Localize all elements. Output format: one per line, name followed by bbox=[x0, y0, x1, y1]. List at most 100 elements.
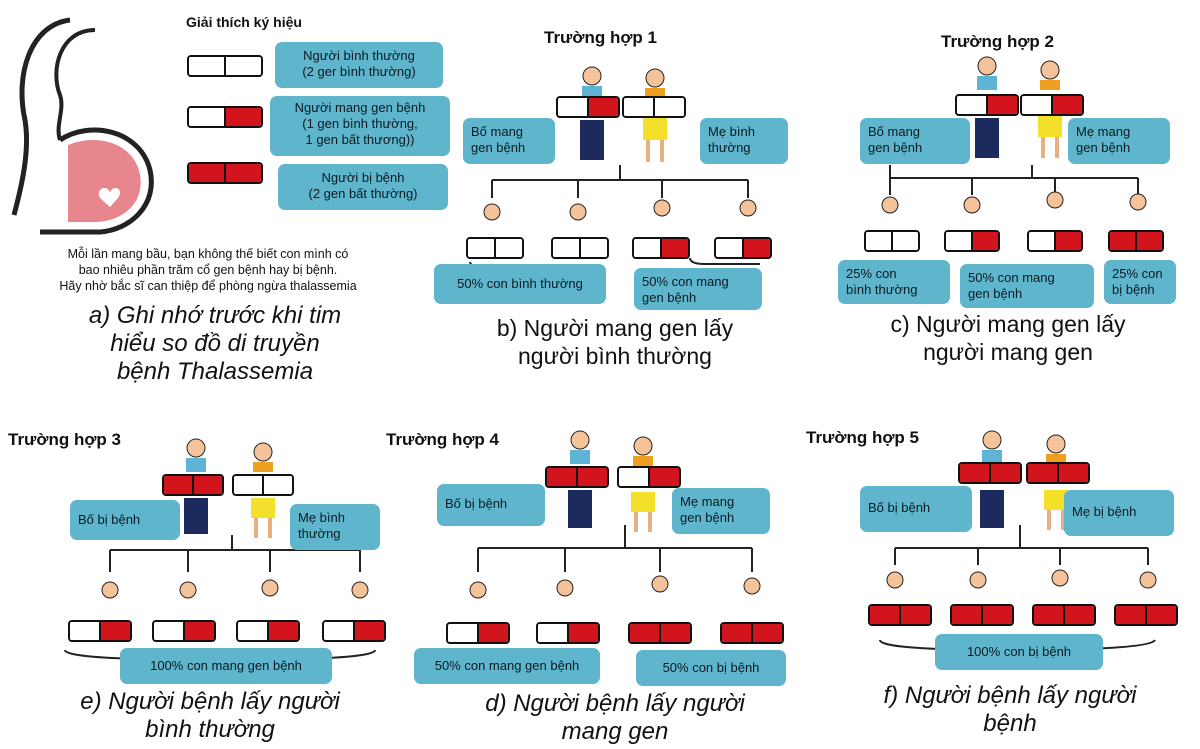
case-2-child-1-gene bbox=[864, 230, 920, 252]
case-2-mother-line-2: gen bệnh bbox=[1076, 140, 1131, 155]
caption-e-line-1: e) Người bệnh lấy người bbox=[80, 688, 340, 715]
case-2-outcome-normal-line-1: 25% con bbox=[846, 266, 897, 281]
case-1-child-2-gene bbox=[551, 237, 609, 259]
case-2-child-2-gene bbox=[944, 230, 1000, 252]
caption-b-line-2: người bình thường bbox=[518, 343, 712, 369]
note-line-3: Hãy nhờ bắc sĩ can thiệp để phòng ngừa t… bbox=[59, 279, 357, 293]
case-3-father-label: Bố bị bệnh bbox=[70, 500, 180, 540]
legend-normal-box: Người bình thường (2 ger bình thường) bbox=[275, 42, 443, 88]
case-4-child-4-gene bbox=[720, 622, 784, 644]
legend-normal-label: Người bình thường bbox=[303, 48, 415, 63]
case-1-outcome-carrier-line-2: gen bệnh bbox=[642, 290, 697, 305]
case-2-father-gene bbox=[955, 94, 1019, 116]
case-2-father-line-1: Bố mang bbox=[868, 124, 921, 139]
child-figures bbox=[101, 191, 1157, 599]
caption-e: e) Người bệnh lấy người bình thường bbox=[30, 688, 390, 744]
case-5-child-2-gene bbox=[950, 604, 1014, 626]
case-5-child-3-gene bbox=[1032, 604, 1096, 626]
legend-sick-box: Người bị bệnh (2 gen bất thường) bbox=[278, 164, 448, 210]
caption-b-line-1: b) Người mang gen lấy bbox=[496, 315, 734, 341]
caption-c-line-2: người mang gen bbox=[923, 339, 1093, 365]
case-1-outcome-carrier-line-1: 50% con mang bbox=[642, 274, 729, 289]
case-5-father-gene bbox=[958, 462, 1022, 484]
case-1-father-line-2: gen bệnh bbox=[471, 140, 526, 155]
case-4-child-2-gene bbox=[536, 622, 600, 644]
case-2-mother-gene bbox=[1020, 94, 1084, 116]
case-3-mother-line-2: thường bbox=[298, 526, 341, 541]
legend-sick-gene bbox=[187, 162, 263, 184]
case-1-title: Trường hợp 1 bbox=[544, 28, 657, 47]
case-4-outcome-carrier: 50% con mang gen bệnh bbox=[414, 648, 600, 684]
case-1-child-1-gene bbox=[466, 237, 524, 259]
caption-a-line-2: hiểu so đồ di truyền bbox=[110, 330, 320, 357]
case-2-mother-line-1: Mẹ mang bbox=[1076, 124, 1131, 139]
legend-sick-desc: (2 gen bất thường) bbox=[308, 186, 418, 201]
caption-f: f) Người bệnh lấy người bệnh bbox=[840, 682, 1180, 738]
case-2-child-3-gene bbox=[1027, 230, 1083, 252]
case-4-child-3-gene bbox=[628, 622, 692, 644]
case-4-child-1-gene bbox=[446, 622, 510, 644]
legend-normal-desc: (2 ger bình thường) bbox=[302, 64, 416, 79]
case-1-mother-line-2: thường bbox=[708, 140, 751, 155]
case-4-mother-gene bbox=[617, 466, 681, 488]
case-1-father-gene bbox=[556, 96, 620, 118]
legend-carrier-desc2: 1 gen bất thương)) bbox=[305, 132, 415, 147]
case-4-outcome-sick: 50% con bị bệnh bbox=[636, 650, 786, 686]
case-5-mother-gene bbox=[1026, 462, 1090, 484]
case-2-father-line-2: gen bệnh bbox=[868, 140, 923, 155]
case-4-mother-line-2: gen bệnh bbox=[680, 510, 735, 525]
caption-d-line-2: mang gen bbox=[561, 718, 669, 745]
case-2-outcome-sick-line-2: bị bệnh bbox=[1112, 282, 1155, 297]
case-1-child-3-gene bbox=[632, 237, 690, 259]
case-1-mother-gene bbox=[622, 96, 686, 118]
caption-d: d) Người bệnh lấy người mang gen bbox=[440, 690, 790, 746]
case-2-title: Trường hợp 2 bbox=[941, 32, 1054, 51]
case-5-title: Trường hợp 5 bbox=[806, 428, 919, 447]
case-2-outcome-sick-line-1: 25% con bbox=[1112, 266, 1163, 281]
caption-a-line-3: bệnh Thalassemia bbox=[116, 358, 314, 385]
caption-a-line-1: a) Ghi nhớ trước khi tim bbox=[88, 302, 342, 329]
case-3-mother-line-1: Mẹ bình bbox=[298, 510, 345, 525]
parent-figures bbox=[184, 56, 1068, 538]
legend-sick-label: Người bị bệnh bbox=[321, 170, 405, 185]
case-3-child-2-gene bbox=[152, 620, 216, 642]
case-5-mother-label: Mẹ bị bệnh bbox=[1064, 490, 1174, 536]
caption-d-line-1: d) Người bệnh lấy người bbox=[485, 690, 745, 717]
case-3-title: Trường hợp 3 bbox=[8, 430, 121, 449]
pregnancy-note: Mỗi lần mang bầu, bạn không thế biết con… bbox=[8, 246, 408, 294]
case-2-child-4-gene bbox=[1108, 230, 1164, 252]
caption-e-line-2: bình thường bbox=[145, 716, 275, 743]
case-5-child-1-gene bbox=[868, 604, 932, 626]
case-3-child-1-gene bbox=[68, 620, 132, 642]
legend-carrier-desc1: (1 gen bình thường, bbox=[302, 116, 418, 131]
caption-f-line-1: f) Người bệnh lấy người bbox=[883, 682, 1137, 709]
pregnancy-silhouette-icon bbox=[11, 17, 154, 235]
case-3-child-4-gene bbox=[322, 620, 386, 642]
note-line-2: bao nhiêu phần trăm cổ gen bệnh hay bị b… bbox=[78, 263, 338, 277]
case-2-outcome-normal-line-2: bình thường bbox=[846, 282, 918, 297]
caption-c-line-1: c) Người mang gen lấy bbox=[890, 311, 1126, 337]
case-2-outcome-carrier-line-1: 50% con mang bbox=[968, 270, 1055, 285]
legend-title: Giải thích ký hiệu bbox=[186, 14, 302, 30]
caption-a: a) Ghi nhớ trước khi tim hiểu so đồ di t… bbox=[20, 302, 410, 386]
note-line-1: Mỗi lần mang bầu, bạn không thế biết con… bbox=[67, 247, 349, 261]
case-2-outcome-carrier-line-2: gen bệnh bbox=[968, 286, 1023, 301]
case-3-child-3-gene bbox=[236, 620, 300, 642]
case-4-father-gene bbox=[545, 466, 609, 488]
case-3-father-gene bbox=[162, 474, 224, 496]
caption-c: c) Người mang gen lấy người mang gen bbox=[848, 310, 1168, 366]
case-5-outcome-sick: 100% con bị bệnh bbox=[935, 634, 1103, 670]
legend-carrier-label: Người mang gen bệnh bbox=[294, 100, 426, 115]
case-4-title: Trường hợp 4 bbox=[386, 430, 499, 449]
legend-carrier-box: Người mang gen bệnh (1 gen bình thường, … bbox=[270, 96, 450, 156]
case-3-mother-gene bbox=[232, 474, 294, 496]
